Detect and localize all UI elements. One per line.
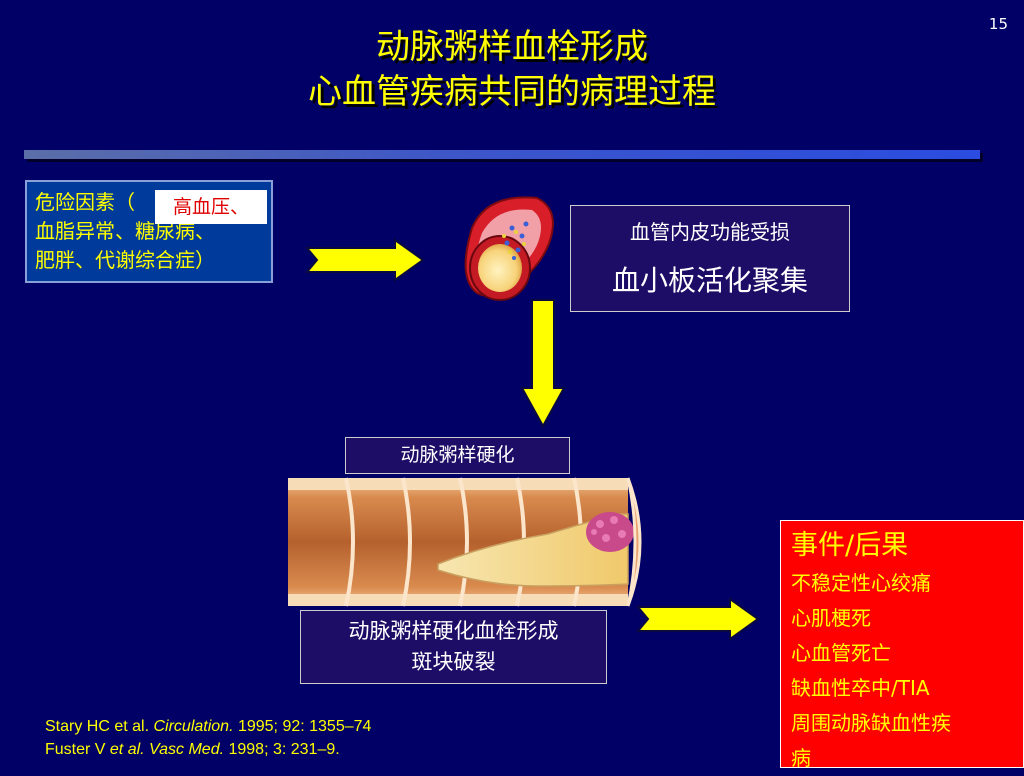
events-box: 事件/后果 不稳定性心绞痛 心肌梗死 心血管死亡 缺血性卒中/TIA 周围动脉缺… [780, 520, 1024, 770]
reference-1: Stary HC et al. Circulation. 1995; 92: 1… [45, 718, 372, 735]
atherothrombosis-box: 动脉粥样硬化血栓形成 斑块破裂 [300, 610, 607, 684]
slide-title: 动脉粥样血栓形成 心血管疾病共同的病理过程 [0, 25, 1024, 115]
arrow-right-events-icon [636, 597, 760, 641]
event-item-unstable-angina: 不稳定性心绞痛 [791, 571, 931, 595]
endothelial-dysfunction-box: 血管内皮功能受损 血小板活化聚集 [570, 205, 850, 312]
title-line-1: 动脉粥样血栓形成 [376, 27, 648, 67]
artery-cross-section-illustration [464, 196, 554, 301]
reference-2: Fuster V et al. Vasc Med. 1998; 3: 231–9… [45, 741, 340, 758]
arrow-down-icon [520, 299, 566, 428]
event-item-peripheral-arterial-disease-cont: 病 [791, 746, 811, 770]
event-item-myocardial-infarction: 心肌梗死 [791, 606, 871, 630]
hypertension-label: 高血压、 [155, 190, 267, 224]
arrow-right-icon [305, 238, 425, 282]
title-divider [24, 150, 980, 159]
slide-number: 15 [988, 15, 1008, 33]
event-item-peripheral-arterial-disease: 周围动脉缺血性疾 [791, 711, 951, 735]
atherothrombosis-label: 动脉粥样硬化血栓形成 [348, 619, 559, 643]
atherosclerosis-box: 动脉粥样硬化 [345, 437, 570, 474]
risk-factors-line-3: 肥胖、代谢综合症） [35, 248, 215, 272]
event-item-cardiovascular-death: 心血管死亡 [791, 641, 891, 665]
endothelial-dysfunction-label: 血管内皮功能受损 [630, 220, 790, 244]
platelet-activation-label: 血小板活化聚集 [611, 264, 808, 297]
title-line-2: 心血管疾病共同的病理过程 [308, 72, 716, 112]
references: Stary HC et al. Circulation. 1995; 92: 1… [45, 715, 371, 761]
artery-longitudinal-illustration [288, 477, 642, 607]
event-item-ischemic-stroke: 缺血性卒中/TIA [791, 676, 930, 700]
risk-factors-line-1: 危险因素（ [35, 190, 135, 214]
events-title: 事件/后果 [791, 530, 909, 561]
plaque-rupture-label: 斑块破裂 [411, 650, 496, 674]
